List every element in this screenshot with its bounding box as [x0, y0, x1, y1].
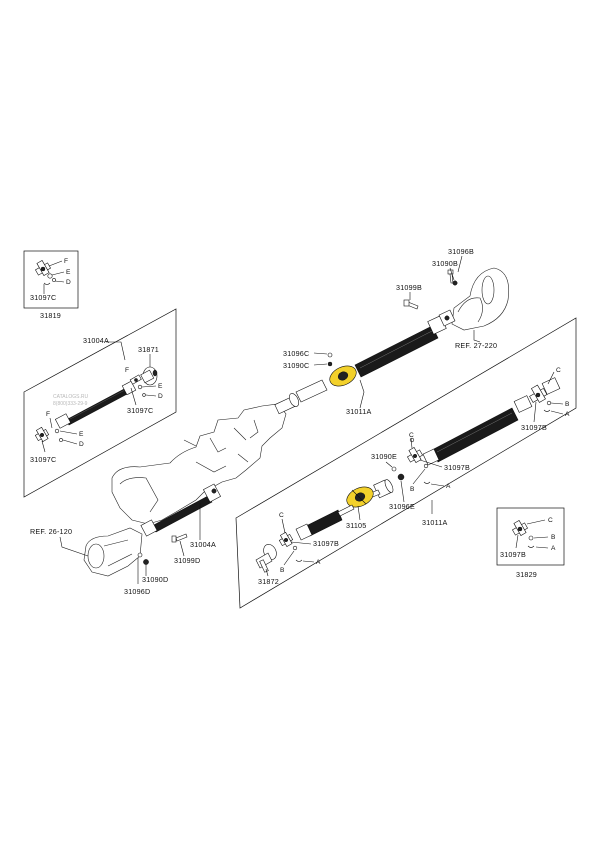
label-31099D[interactable]: 31099D — [174, 556, 200, 565]
inset-31829: C B A 31097B 31829 — [496, 507, 565, 579]
label-31819-D[interactable]: D — [66, 279, 71, 286]
label-31819-E[interactable]: E — [66, 269, 71, 276]
label-31004A-top[interactable]: 31004A — [83, 336, 109, 345]
label-middle-31097B[interactable]: 31097B — [444, 463, 470, 472]
label-31829-B[interactable]: B — [551, 534, 556, 541]
label-left-31097C2[interactable]: 31097C — [30, 455, 56, 464]
label-right-C[interactable]: C — [556, 367, 561, 374]
label-left-E[interactable]: E — [158, 383, 163, 390]
label-31004A-bottom[interactable]: 31004A — [190, 540, 216, 549]
spider-joint-lower-icon — [34, 426, 63, 442]
label-left-E2[interactable]: E — [79, 431, 84, 438]
front-section-shaft-exploded — [295, 504, 355, 541]
front-shaft-assembled — [140, 483, 221, 537]
rear-propeller-shaft-top — [274, 309, 456, 415]
section-31011A-frame — [235, 317, 577, 609]
inset-31819: F E D 31097C 31819 — [23, 250, 79, 320]
label-right-A[interactable]: A — [565, 411, 570, 418]
watermark-line-1: CATALOGS.RU — [53, 394, 88, 400]
spider-joint-31829-icon — [512, 520, 535, 548]
transmission-outline — [111, 403, 287, 525]
label-31011A-bottom[interactable]: 31011A — [422, 518, 447, 527]
label-31819-F[interactable]: F — [64, 258, 68, 265]
watermark-line-2: 8(800)333-29-9 — [53, 401, 88, 407]
section-31011A — [235, 317, 577, 609]
section-31004A: 31004A 31871 F E D 31097C — [23, 308, 177, 498]
label-31829[interactable]: 31829 — [516, 570, 537, 579]
label-31090B[interactable]: 31090B — [432, 259, 458, 268]
spider-joint-upper-icon — [129, 374, 146, 397]
label-right-B[interactable]: B — [565, 401, 570, 408]
bolt-31099B — [403, 299, 419, 310]
label-31872[interactable]: 31872 — [258, 577, 279, 586]
inset-31819-frame — [23, 250, 79, 309]
label-left-F2[interactable]: F — [46, 411, 50, 418]
label-31829-C[interactable]: C — [548, 517, 553, 524]
label-lower-left-C[interactable]: C — [279, 512, 284, 519]
flange-yoke-31871 — [140, 366, 158, 386]
coupling-flange — [367, 479, 394, 499]
label-31090E[interactable]: 31090E — [371, 452, 397, 461]
slip-yoke-31872 — [255, 544, 277, 573]
front-propeller-shaft — [54, 380, 137, 429]
label-ref-26-120[interactable]: REF. 26-120 — [30, 527, 72, 536]
label-left-31097C[interactable]: 31097C — [127, 406, 153, 415]
label-31096B[interactable]: 31096B — [448, 247, 474, 256]
label-31090D[interactable]: 31090D — [142, 575, 168, 584]
label-31096D[interactable]: 31096D — [124, 587, 150, 596]
label-31011A-top[interactable]: 31011A — [346, 407, 371, 416]
nut-31090D — [137, 552, 149, 565]
label-31819[interactable]: 31819 — [40, 311, 61, 320]
label-31829-A[interactable]: A — [551, 545, 556, 552]
rear-differential-ref-27-220 — [451, 267, 509, 331]
inset-31829-frame — [496, 507, 565, 566]
spider-joint-lower-left-icon — [278, 531, 303, 562]
section-31004A-frame — [23, 308, 177, 498]
bolt-31096B — [447, 269, 454, 284]
label-middle-B[interactable]: B — [410, 486, 415, 493]
label-lower-left-31097B[interactable]: 31097B — [313, 539, 339, 548]
label-31829-31097B[interactable]: 31097B — [500, 550, 526, 559]
spider-joint-icon — [35, 260, 56, 285]
label-lower-left-A[interactable]: A — [316, 559, 321, 566]
label-ref-27-220[interactable]: REF. 27-220 — [455, 341, 497, 350]
rear-shaft-tube-exploded — [422, 395, 533, 466]
label-31871[interactable]: 31871 — [138, 345, 159, 354]
center-bearing-31105 — [346, 486, 374, 508]
label-left-F[interactable]: F — [125, 367, 129, 374]
label-31096E[interactable]: 31096E — [389, 502, 415, 511]
label-31819-31097C[interactable]: 31097C — [30, 293, 56, 302]
label-left-D[interactable]: D — [158, 393, 163, 400]
label-31090C[interactable]: 31090C — [283, 361, 309, 370]
label-31099B[interactable]: 31099B — [396, 283, 422, 292]
label-middle-C[interactable]: C — [409, 432, 414, 439]
label-31096C[interactable]: 31096C — [283, 349, 309, 358]
spider-joint-right-icon — [529, 377, 561, 412]
label-middle-A[interactable]: A — [446, 483, 451, 490]
label-lower-left-B[interactable]: B — [280, 567, 285, 574]
label-left-D2[interactable]: D — [79, 441, 84, 448]
transfer-case-ref-26-120 — [83, 527, 143, 577]
label-right-31097B[interactable]: 31097B — [521, 423, 547, 432]
bolt-31099D — [171, 533, 188, 543]
label-31105[interactable]: 31105 — [346, 521, 366, 530]
